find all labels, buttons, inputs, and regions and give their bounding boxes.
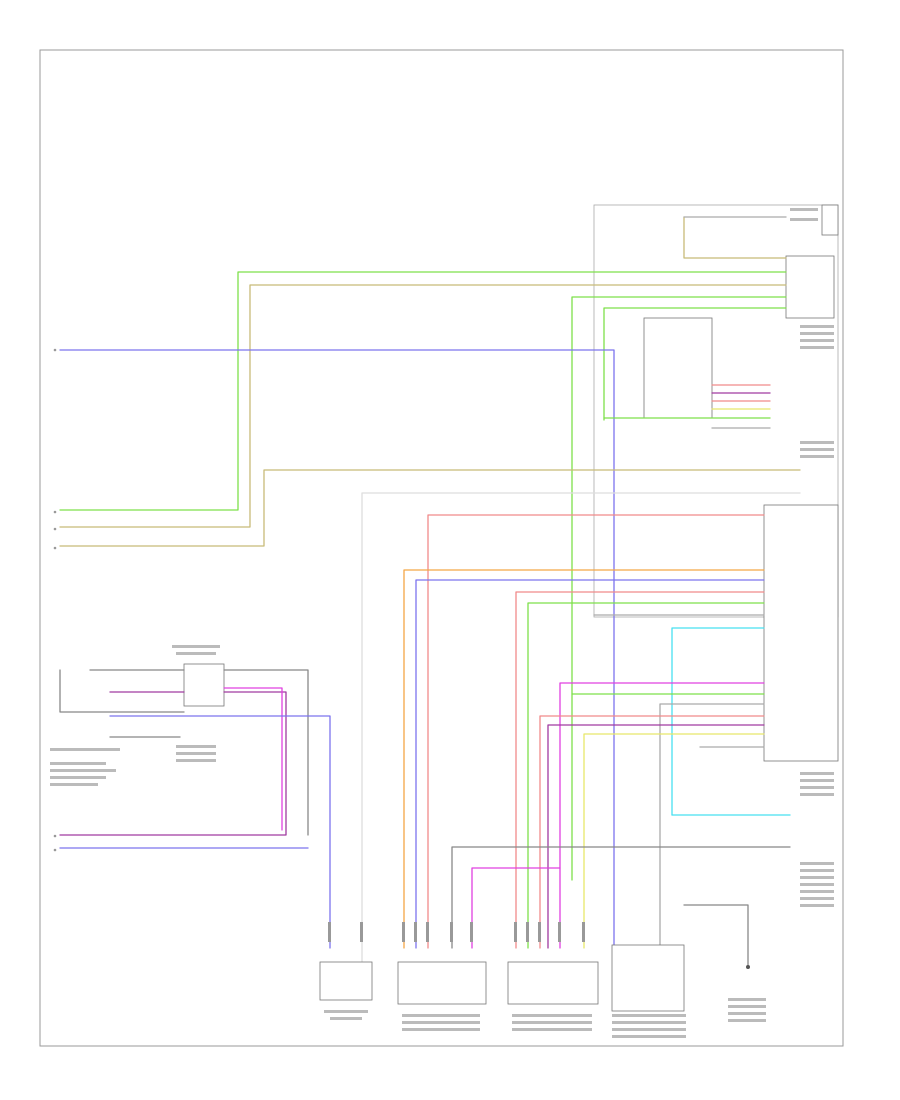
wire-tan-top: [683, 216, 787, 259]
wire-green-4: [527, 602, 765, 949]
wire-gray-3: [659, 703, 765, 949]
top-right-module: [593, 204, 839, 762]
bottom-captions: [324, 998, 766, 1038]
diagram-frame: [39, 49, 844, 1047]
wire-green-3: [603, 307, 787, 421]
top-right-labels: [790, 208, 834, 907]
wire-green-long: [59, 271, 787, 511]
left-edge-pins: [53, 348, 57, 852]
wire-blue-2: [415, 579, 765, 949]
wire-cyan: [671, 627, 765, 816]
wire-tan-mid: [59, 469, 801, 547]
wire-purple: [547, 724, 765, 949]
wire-tan-long: [59, 284, 787, 528]
wire-green-2: [571, 296, 787, 881]
wire-yellow: [583, 733, 765, 949]
wire-gray-mid: [361, 492, 801, 966]
wire-pink-2: [515, 591, 765, 949]
wire-id-marks: [328, 922, 585, 942]
wire-pink-1: [427, 514, 765, 949]
wire-magenta-1: [559, 682, 765, 949]
bottom-connectors: [319, 904, 750, 1012]
wire-orange-1: [403, 569, 765, 949]
wire-pink-3: [539, 715, 765, 949]
wire-blue-horizontal: [59, 349, 615, 949]
left-switch-block: [50, 645, 331, 949]
